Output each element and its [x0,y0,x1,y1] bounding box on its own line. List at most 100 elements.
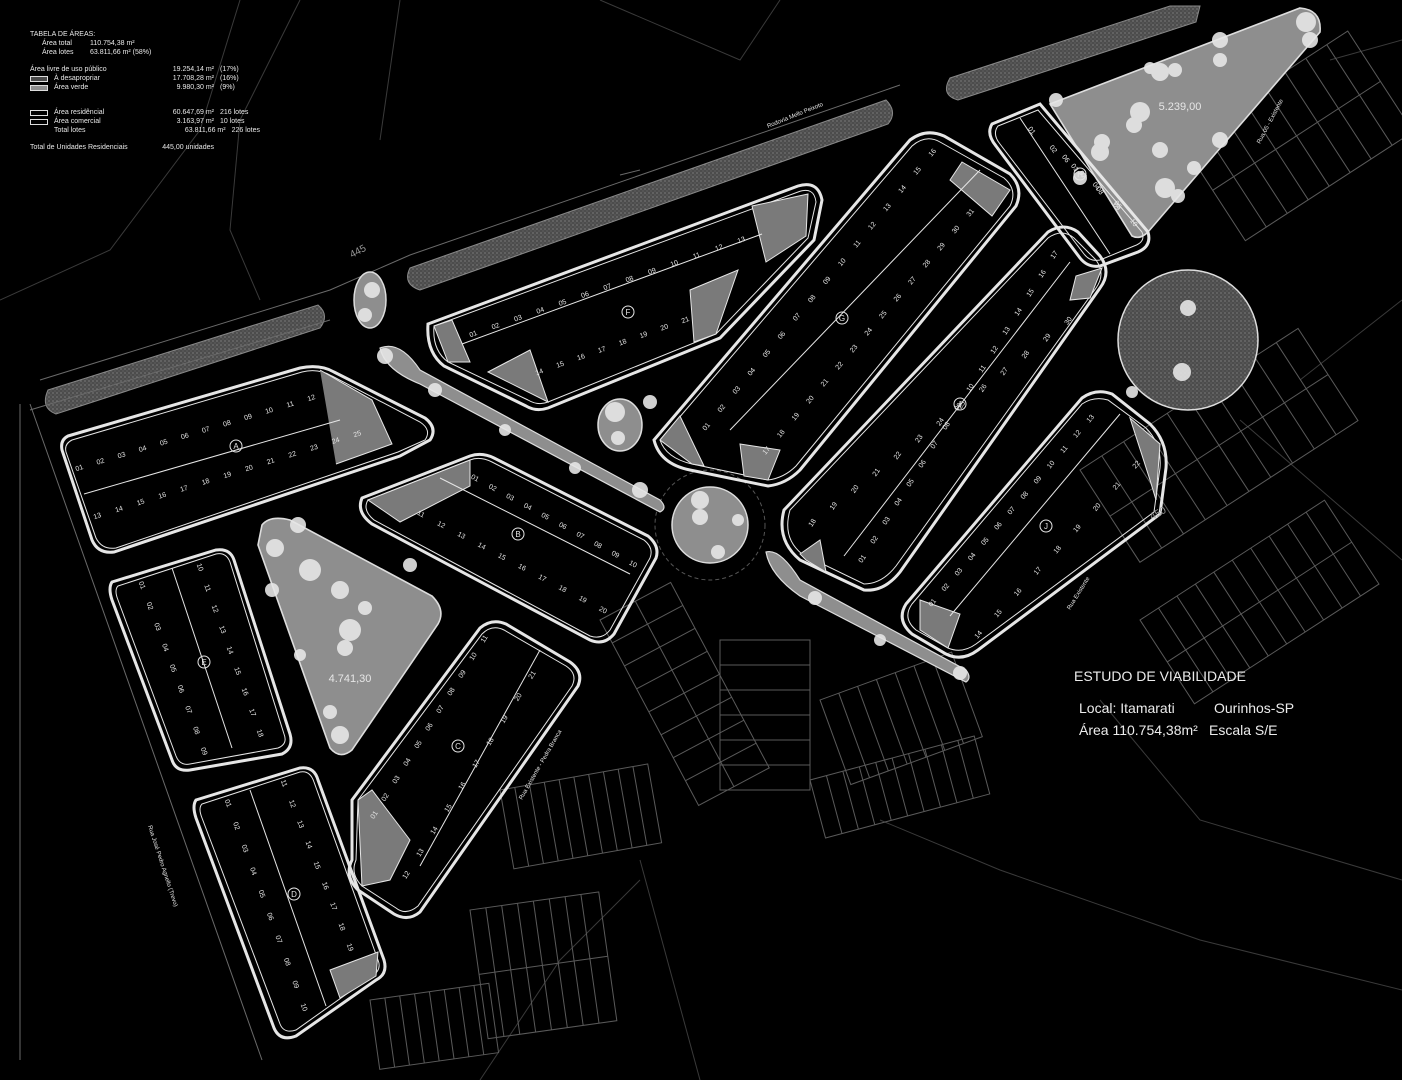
block-letter-G: G [835,311,849,325]
lot-number-A-23: 23 [309,444,319,453]
lot-number-G-12: 12 [867,221,877,232]
lot-number-G-18: 18 [776,429,786,440]
lot-number-J-14: 14 [974,630,984,641]
lot-number-I-28: 28 [1021,350,1031,360]
lot-number-B-07: 07 [575,531,585,541]
lot-number-E-07: 07 [183,705,192,715]
lot-number-labels: 0102030405060708091011121314151617181920… [75,126,1142,1013]
lot-number-I-26: 26 [978,383,988,393]
lot-number-A-21: 21 [266,457,276,466]
contour-label-450: 450 [1148,505,1168,523]
lot-number-E-08: 08 [191,726,200,736]
lot-number-J-08: 08 [1020,490,1030,501]
lot-number-I-17: 17 [1050,250,1060,260]
lot-number-D-06: 06 [265,912,274,922]
project-title: ESTUDO DE VIABILIDADE [1074,668,1246,684]
lot-number-C-03: 03 [392,775,402,785]
roundabout-center [671,486,749,564]
block-C[interactable] [347,620,582,919]
lot-number-F-08: 08 [625,275,635,284]
block-B[interactable] [358,452,659,644]
lot-number-F-01: 01 [469,330,479,339]
lot-number-C-21: 21 [528,670,538,680]
lot-number-H-01: 01 [1026,126,1036,137]
block-letter-E: E [197,655,211,669]
green-area-north [1048,7,1321,239]
legend-unidades: Total de Unidades Residenciais 445,00 un… [30,144,214,151]
lot-number-J-18: 18 [1053,545,1063,556]
lot-number-I-20: 20 [850,484,860,494]
road-label-trevo: Rua José Pedro Agnello (Trevo) [146,825,178,908]
lot-number-I-01: 01 [858,554,868,564]
lot-number-D-05: 05 [257,889,266,899]
lot-number-I-14: 14 [1014,307,1024,317]
road-label-rua-05: Rua 05 - Existente [1256,98,1285,145]
lot-number-I-11: 11 [978,364,988,374]
svg-text:J: J [1044,522,1048,531]
lot-number-F-12: 12 [714,244,724,253]
lot-number-A-03: 03 [117,451,127,460]
block-J[interactable] [900,390,1168,659]
block-D[interactable] [192,766,387,1040]
lot-number-G-05: 05 [762,349,772,360]
lot-number-B-15: 15 [497,552,507,562]
svg-text:B: B [515,530,520,539]
lot-number-G-20: 20 [805,395,815,406]
lot-number-E-14: 14 [225,646,234,656]
lot-number-F-02: 02 [491,322,501,331]
lot-number-D-10: 10 [299,1003,308,1013]
lot-number-G-13: 13 [882,203,892,214]
svg-text:D: D [291,890,297,899]
block-letter-C: C [451,739,465,753]
lot-number-B-04: 04 [522,502,532,512]
lot-number-F-05: 05 [558,299,568,308]
lot-number-E-16: 16 [240,687,249,697]
block-H[interactable] [988,102,1151,268]
lot-number-C-12: 12 [402,870,412,880]
lot-number-I-02: 02 [870,535,880,545]
block-A[interactable] [60,365,435,554]
legend-residencial: Área residêncial 60.647,69 m² 216 lotes [30,108,260,117]
block-I[interactable] [780,225,1108,592]
lot-number-C-11: 11 [480,634,490,644]
block-F[interactable] [426,183,824,412]
project-area-scale: Área 110.754,38m² Escala S/E [1079,722,1278,738]
lot-number-A-13: 13 [93,512,103,521]
lot-number-H-06: 06 [1060,154,1070,165]
svg-text:G: G [839,314,845,323]
lot-number-C-13: 13 [416,848,426,858]
swatch-residencial [30,109,48,116]
lot-number-B-16: 16 [517,563,527,573]
block-E[interactable] [108,548,293,772]
block-letter-B: B [511,527,525,541]
lot-number-D-11: 11 [279,779,288,788]
lot-number-A-04: 04 [138,445,148,454]
lot-number-I-09: 09 [954,402,964,412]
lot-number-C-01: 01 [370,810,380,820]
lot-number-A-06: 06 [180,432,190,441]
svg-text:F: F [626,308,631,317]
lot-number-B-10: 10 [628,560,638,570]
lot-number-J-20: 20 [1092,502,1102,513]
lot-number-A-11: 11 [286,400,295,409]
lot-number-B-18: 18 [557,584,567,594]
lot-number-E-12: 12 [210,604,219,614]
lot-number-A-15: 15 [136,498,146,507]
lot-number-H-07: 07 [1077,170,1087,181]
lot-number-I-08: 08 [942,421,952,431]
block-G[interactable] [652,131,1021,488]
lot-number-B-08: 08 [593,541,603,551]
lot-number-C-04: 04 [403,757,413,767]
lot-number-J-05: 05 [980,536,990,547]
lot-number-J-19: 19 [1072,524,1082,535]
legend-title: TABELA DE ÁREAS: [30,31,96,38]
legend-desapropriar: À desapropriar 17.708,28 m² (16%) [30,74,260,83]
lot-number-I-06: 06 [918,459,928,469]
lot-number-I-12: 12 [990,345,1000,355]
lot-number-E-10: 10 [195,563,204,573]
lot-number-G-04: 04 [747,367,757,378]
lot-number-H-05: 05 [1112,200,1122,211]
lot-number-I-29: 29 [1042,333,1052,343]
project-location: Local: Itamarati Ourinhos-SP [1079,700,1295,716]
